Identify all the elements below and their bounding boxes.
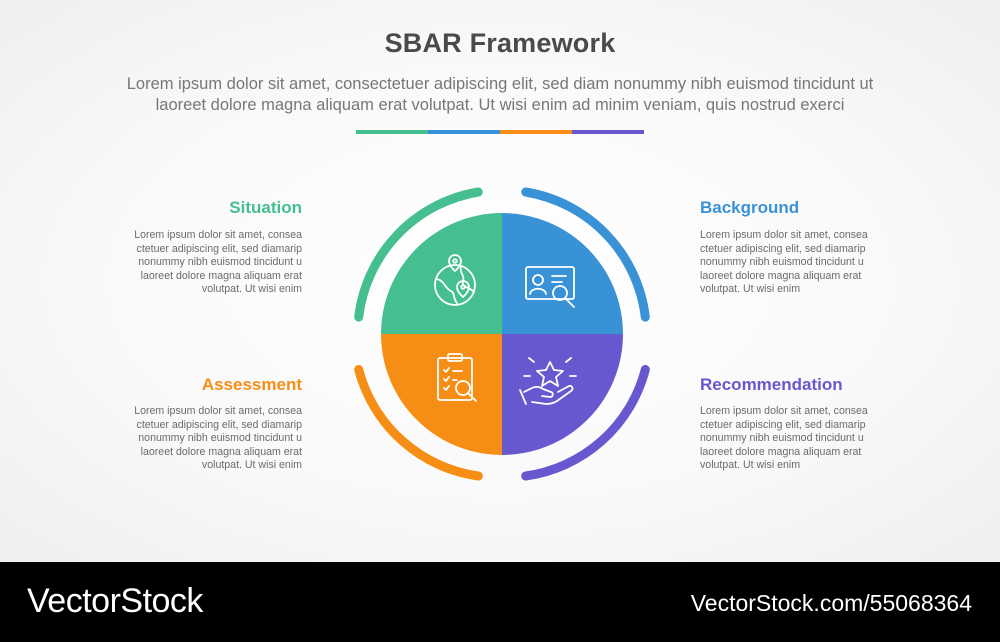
situation-line: laoreet dolore magna aliquam erat [140,269,302,282]
assessment-line: volutpat. Ut wisi enim [201,459,302,472]
page-title: SBAR Framework [384,28,616,58]
recommendation-arc [521,365,650,481]
subtitle-line-1: Lorem ipsum dolor sit amet, consectetuer… [126,75,874,93]
clipboard-search-icon [437,353,477,402]
accent-bar-assessment [500,130,572,134]
assessment-line: ctetuer adipiscing elit, sed diamarip [136,418,302,431]
assessment-description: Lorem ipsum dolor sit amet, consea ctetu… [102,405,302,473]
accent-bar-situation [356,130,428,134]
background-line: nonummy nibh euismod tincidunt u [700,256,864,269]
assessment-arc [354,365,483,481]
assessment-heading: Assessment [201,375,302,394]
footer-logo: VectorStock [27,582,203,620]
subtitle-line-2: laoreet dolore magna aliquam erat volutp… [155,96,845,114]
accent-bar-recommendation [572,130,644,134]
accent-bar-background [428,130,500,134]
situation-line: Lorem ipsum dolor sit amet, consea [134,229,302,241]
recommendation-line: nonummy nibh euismod tincidunt u [700,432,864,445]
recommendation-line: ctetuer adipiscing elit, sed diamarip [700,418,866,431]
recommendation-line: volutpat. Ut wisi enim [700,459,801,472]
background-heading: Background [700,198,800,217]
situation-quadrant [381,213,502,334]
background-line: ctetuer adipiscing elit, sed diamarip [700,242,866,255]
footer-bar [0,562,1000,642]
hand-star-icon [519,357,577,405]
situation-description: Lorem ipsum dolor sit amet, consea ctetu… [102,229,302,297]
situation-line: nonummy nibh euismod tincidunt u [138,256,302,269]
recommendation-heading: Recommendation [700,375,843,394]
recommendation-description: Lorem ipsum dolor sit amet, consea ctetu… [700,405,900,473]
sbar-circle-diagram [354,187,650,481]
assessment-line: laoreet dolore magna aliquam erat [140,445,302,458]
situation-heading: Situation [229,198,302,217]
background-quadrant [502,213,623,334]
id-card-search-icon [525,266,575,308]
background-line: Lorem ipsum dolor sit amet, consea [700,229,868,241]
page-subtitle: Lorem ipsum dolor sit amet, consectetuer… [70,74,930,116]
situation-line: ctetuer adipiscing elit, sed diamarip [136,242,302,255]
background-description: Lorem ipsum dolor sit amet, consea ctetu… [700,229,900,297]
situation-arc [354,187,483,322]
background-arc [521,187,650,322]
background-line: laoreet dolore magna aliquam erat [700,269,862,282]
assessment-line: nonummy nibh euismod tincidunt u [138,432,302,445]
recommendation-quadrant [502,334,623,455]
recommendation-line: Lorem ipsum dolor sit amet, consea [700,405,868,417]
footer-url: VectorStock.com/55068364 [690,590,972,616]
globe-location-icon [434,254,476,306]
background-line: volutpat. Ut wisi enim [700,283,801,296]
assessment-line: Lorem ipsum dolor sit amet, consea [134,405,302,417]
situation-line: volutpat. Ut wisi enim [201,283,302,296]
recommendation-line: laoreet dolore magna aliquam erat [700,445,862,458]
